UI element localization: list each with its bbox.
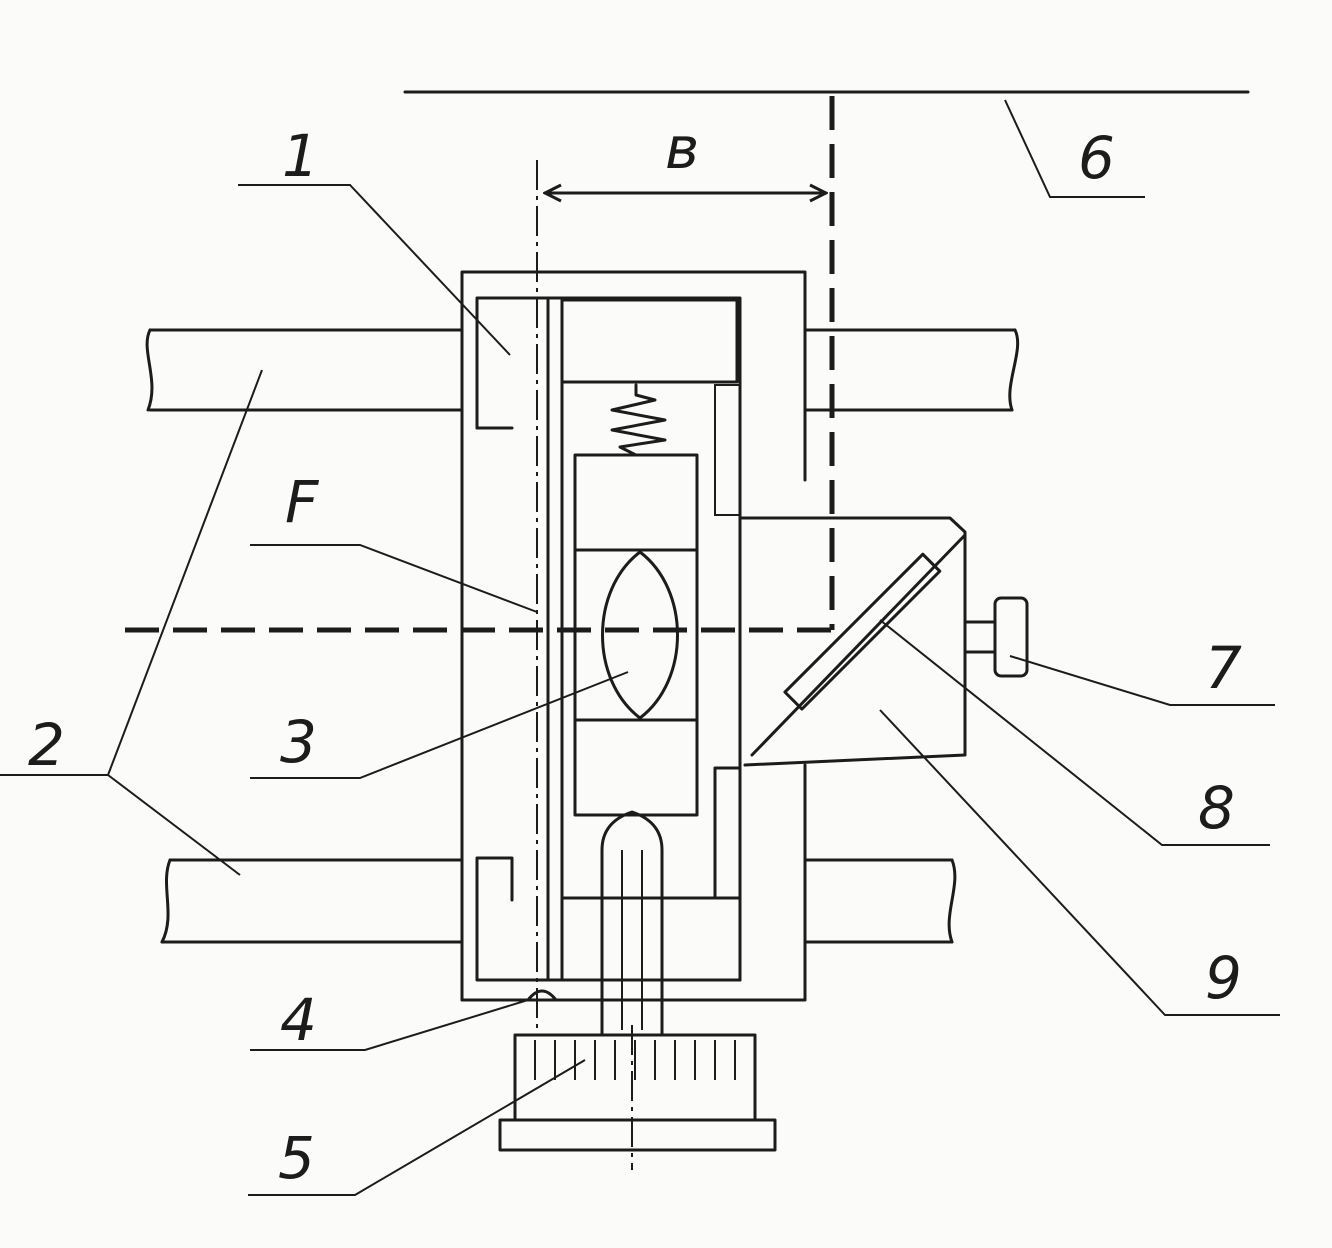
spring [610,383,667,457]
label-1: 1 [282,122,319,190]
guide-rail-upper [145,328,1020,412]
label-5: 5 [278,1124,315,1192]
carriage-inner-profile [475,296,742,982]
mirror-adjust-knob [993,596,1029,678]
upper-hatched-block [560,298,739,384]
index-notch [526,989,558,1002]
label-3: 3 [280,708,317,776]
mirror [783,552,942,711]
label-dimension-b: в [665,114,699,182]
label-4: 4 [280,986,317,1054]
label-2: 2 [28,711,65,779]
lens-holder-upper [573,453,699,552]
label-6: 6 [1078,124,1115,192]
carriage-housing [460,270,807,1002]
lower-hatched-block [560,896,742,982]
guide-rail-lower [160,858,957,944]
lens [601,550,679,720]
label-F: F [285,468,320,536]
label-9: 9 [1205,944,1242,1012]
lens-holder-lower [573,718,699,817]
label-8: 8 [1198,774,1235,842]
adjusting-screw [498,810,777,1170]
label-7: 7 [1205,634,1242,702]
leader-lines [0,99,1280,1196]
mirror-housing [738,516,1029,767]
